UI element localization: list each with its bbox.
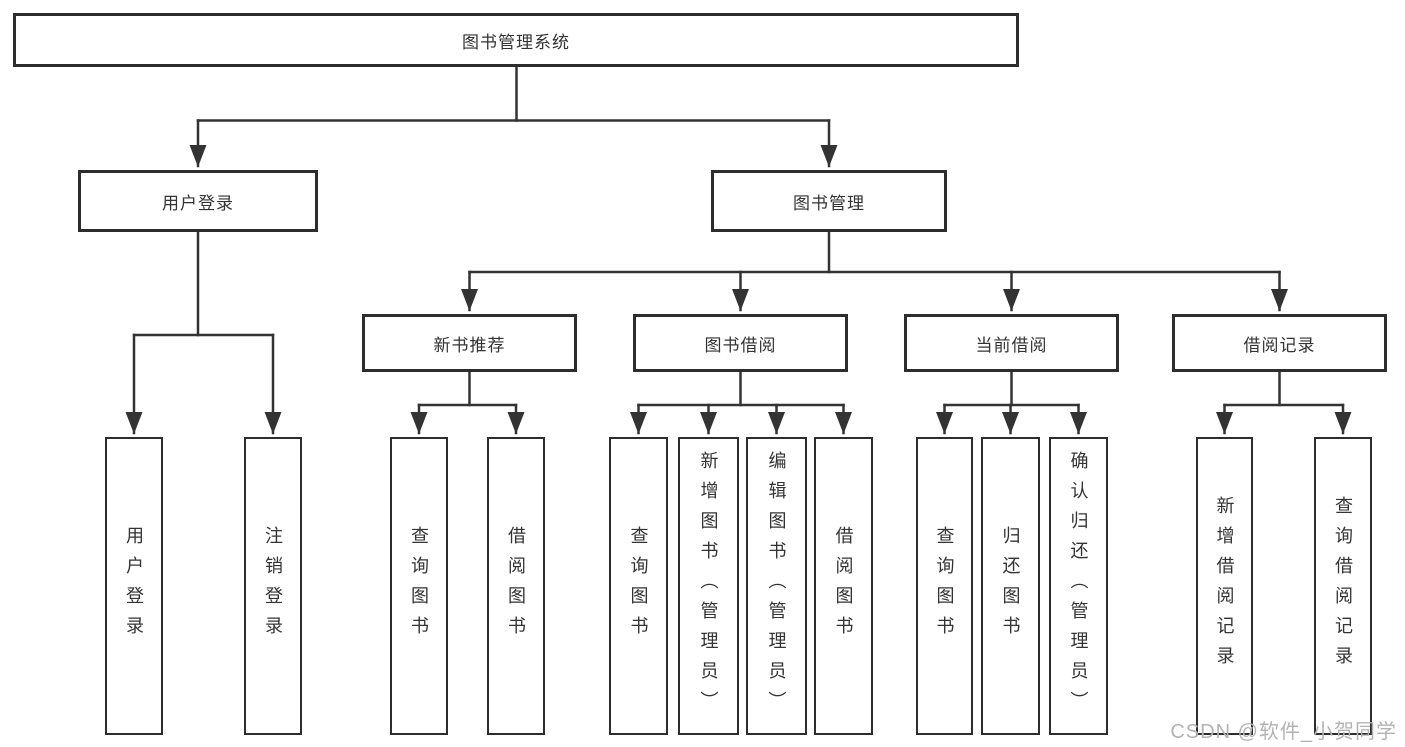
- node-book-management: 图书管理: [711, 170, 947, 232]
- node-new-book-recommend: 新书推荐: [362, 314, 577, 372]
- node-borrow-records: 借阅记录: [1172, 314, 1387, 372]
- leaf-edit-books-admin: 编辑图书（管理员）: [746, 437, 807, 735]
- leaf-confirm-return-admin: 确认归还（管理员）: [1049, 437, 1108, 735]
- leaf-label: 查询图书: [628, 526, 649, 646]
- connector-borrow-records-to-leaves: [1216, 370, 1352, 435]
- node-label: 图书管理系统: [462, 32, 570, 52]
- node-book-borrow: 图书借阅: [633, 314, 848, 372]
- leaf-label: 新增借阅记录: [1214, 496, 1235, 676]
- node-label: 新书推荐: [433, 335, 506, 355]
- node-label: 图书管理: [793, 193, 865, 213]
- leaf-query-books-current: 查询图书: [916, 437, 973, 735]
- leaf-label: 借阅图书: [833, 526, 854, 646]
- leaf-label: 查询借阅记录: [1333, 496, 1353, 676]
- node-label: 用户登录: [162, 193, 234, 213]
- leaf-label: 用户登录: [124, 526, 144, 646]
- node-user-login: 用户登录: [78, 170, 318, 232]
- leaf-borrow-books: 借阅图书: [814, 437, 873, 735]
- connector-new-books-to-leaves: [410, 370, 525, 435]
- leaf-query-books-borrow: 查询图书: [609, 437, 668, 735]
- node-label: 当前借阅: [975, 335, 1048, 355]
- node-label: 图书借阅: [704, 335, 777, 355]
- leaf-query-borrow-record: 查询借阅记录: [1314, 437, 1372, 735]
- leaf-return-books: 归还图书: [981, 437, 1040, 735]
- leaf-add-books-admin: 新增图书（管理员）: [678, 437, 739, 735]
- connector-book-borrow-to-leaves: [630, 370, 852, 435]
- node-label: 借阅记录: [1243, 335, 1316, 355]
- connector-root-to-level1: [189, 65, 838, 168]
- leaf-label: 确认归还（管理员）: [1068, 451, 1089, 721]
- leaf-logout: 注销登录: [244, 437, 302, 735]
- connector-current-borrow-to-leaves: [936, 370, 1087, 435]
- leaf-label: 新增图书（管理员）: [698, 451, 719, 721]
- connector-user-login-to-leaves: [125, 230, 282, 435]
- connector-book-mgmt-to-level2: [461, 230, 1288, 312]
- leaf-label: 查询图书: [409, 526, 429, 646]
- csdn-watermark: CSDN @软件_小贺同学: [1170, 721, 1397, 743]
- leaf-query-books-recommend: 查询图书: [390, 437, 448, 735]
- leaf-label: 查询图书: [934, 526, 955, 646]
- leaf-label: 借阅图书: [506, 526, 526, 646]
- leaf-label: 编辑图书（管理员）: [766, 451, 787, 721]
- node-root-library-system: 图书管理系统: [13, 13, 1019, 67]
- node-current-borrow: 当前借阅: [904, 314, 1119, 372]
- leaf-add-borrow-record: 新增借阅记录: [1196, 437, 1253, 735]
- leaf-user-login: 用户登录: [105, 437, 163, 735]
- leaf-borrow-books-recommend: 借阅图书: [487, 437, 545, 735]
- leaf-label: 归还图书: [1000, 526, 1021, 646]
- leaf-label: 注销登录: [263, 526, 283, 646]
